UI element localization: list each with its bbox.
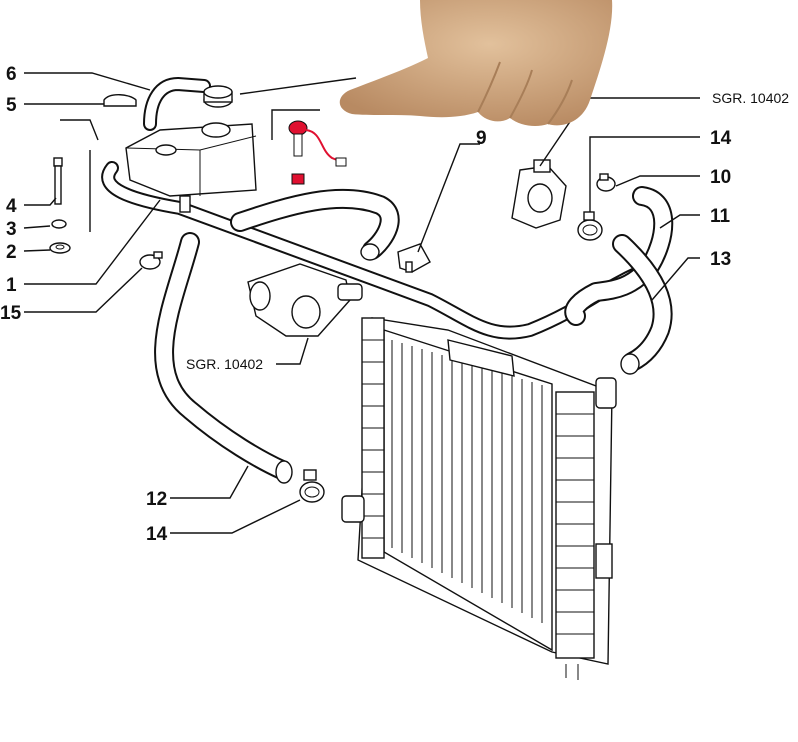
washer-3 (51, 219, 67, 229)
callout-13: 13 (710, 249, 731, 270)
radiator-core-fins (391, 340, 543, 623)
callout-4: 4 (6, 196, 17, 217)
mounting-clip-9 (397, 243, 431, 273)
callout-14-upper: 14 (710, 128, 732, 149)
grommet-2 (49, 242, 71, 254)
thermostat-housing-upper (511, 159, 567, 229)
pressure-cap (203, 85, 233, 108)
reference-middle: SGR. 10402 (186, 356, 263, 372)
radiator-left-inlet (341, 495, 365, 523)
callout-12: 12 (146, 489, 167, 510)
radiator-mount-bracket (595, 543, 613, 579)
hose-clamp-14-upper (577, 211, 603, 241)
radiator-right-tank (555, 391, 595, 659)
callout-1: 1 (6, 275, 17, 296)
tank-filler-neck (201, 122, 231, 138)
hose-11 (564, 186, 674, 326)
radiator-top-outlet (595, 377, 617, 409)
radiator-top-bracket (447, 339, 515, 377)
hose-12 (154, 232, 293, 484)
radiator (341, 317, 617, 680)
level-sensor (288, 120, 347, 185)
pointing-hand-icon (339, 0, 613, 126)
callout-15: 15 (0, 303, 22, 324)
callout-5: 5 (6, 95, 17, 116)
callout-10: 10 (710, 167, 731, 188)
hose-clamp-14-lower (299, 469, 325, 503)
hose-clip-5 (103, 94, 137, 107)
hose-6 (143, 77, 211, 131)
callout-6: 6 (6, 64, 17, 85)
hose-13 (612, 234, 673, 375)
callout-9: 9 (476, 128, 487, 149)
thermostat-housing-lower (247, 263, 363, 337)
callout-3: 3 (6, 219, 17, 240)
callout-14-lower: 14 (146, 524, 168, 545)
callout-2: 2 (6, 242, 17, 263)
reference-top-right: SGR. 10402 (712, 90, 789, 106)
hose-clamp-10 (596, 173, 616, 192)
bolt-4 (53, 157, 63, 205)
hose-clamp-15 (139, 251, 163, 270)
callout-labels: 6 5 4 3 2 1 15 9 14 10 11 13 12 14 SGR. … (0, 64, 789, 545)
expansion-tank (125, 122, 257, 213)
radiator-left-tank (361, 317, 385, 559)
hose-upper-mid (230, 188, 400, 261)
callout-11: 11 (710, 206, 731, 227)
